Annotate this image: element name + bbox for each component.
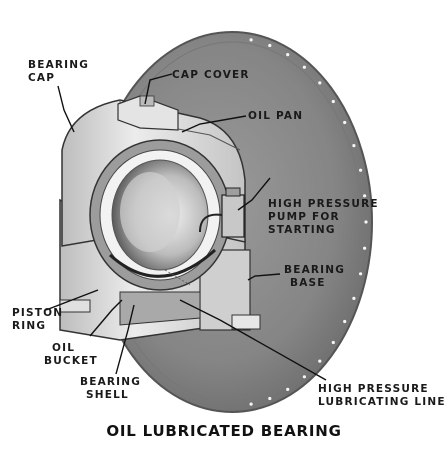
bolt-hole: [343, 319, 347, 324]
bolt-hole: [359, 272, 363, 276]
label-oil-bucket: OIL BUCKET: [44, 342, 98, 367]
label-bearing-base-line1: BEARING: [284, 264, 345, 276]
label-hp-line2: LUBRICATING LINE: [318, 396, 446, 408]
label-piston-ring-line2: RING: [12, 320, 46, 332]
label-pump-line3: STARTING: [268, 224, 336, 236]
label-pump-line2: PUMP FOR: [268, 211, 340, 223]
bolt-hole: [286, 387, 290, 391]
bolt-hole: [331, 99, 335, 104]
label-high-pressure-pump: HIGH PRESSURE PUMP FOR STARTING: [268, 198, 379, 236]
label-bearing-shell-line1: BEARING: [80, 376, 141, 388]
high-pressure-pump-shape: [199, 187, 245, 238]
bolt-hole: [331, 340, 335, 345]
bearing-bore: [89, 139, 231, 291]
label-oil-pan: OIL PAN: [248, 110, 303, 122]
bolt-hole: [268, 396, 272, 401]
label-bearing-base: BEARING BASE: [284, 264, 345, 289]
bolt-hole: [318, 359, 322, 363]
bolt-hole: [268, 43, 272, 48]
label-bearing-cap: BEARING CAP: [28, 59, 89, 84]
caption-title: OIL LUBRICATED BEARING: [106, 422, 341, 440]
label-oil-bucket-line2: BUCKET: [44, 355, 98, 367]
label-bearing-shell-line2: SHELL: [86, 389, 129, 401]
label-cap-cover: CAP COVER: [172, 69, 250, 81]
bolt-hole: [352, 144, 356, 148]
bolt-hole: [364, 220, 368, 224]
label-high-pressure-line: HIGH PRESSURE LUBRICATING LINE: [318, 383, 446, 408]
cap-cover-shape: [117, 95, 179, 131]
label-hp-line1: HIGH PRESSURE: [318, 383, 429, 395]
bolt-hole: [363, 194, 367, 198]
bolt-hole: [302, 375, 306, 379]
leader-lines: [45, 73, 327, 381]
label-piston-ring: PISTON RING: [12, 307, 63, 332]
bolt-hole: [249, 38, 253, 42]
bolt-hole: [318, 81, 322, 85]
flange-bolts: [249, 38, 368, 406]
bolt-hole: [343, 120, 347, 125]
label-bearing-cap-line2: CAP: [28, 72, 55, 84]
bolt-hole: [249, 402, 253, 406]
label-bearing-base-line2: BASE: [290, 277, 326, 289]
bolt-hole: [359, 168, 363, 172]
bolt-hole: [302, 65, 306, 69]
label-pump-line1: HIGH PRESSURE: [268, 198, 379, 210]
label-oil-bucket-line1: OIL: [52, 342, 75, 354]
label-bearing-shell: BEARING SHELL: [80, 376, 141, 401]
bolt-hole: [352, 296, 356, 300]
bolt-hole: [363, 246, 367, 250]
label-bearing-cap-line1: BEARING: [28, 59, 89, 71]
bolt-hole: [286, 53, 290, 57]
label-piston-ring-line1: PISTON: [12, 307, 63, 319]
